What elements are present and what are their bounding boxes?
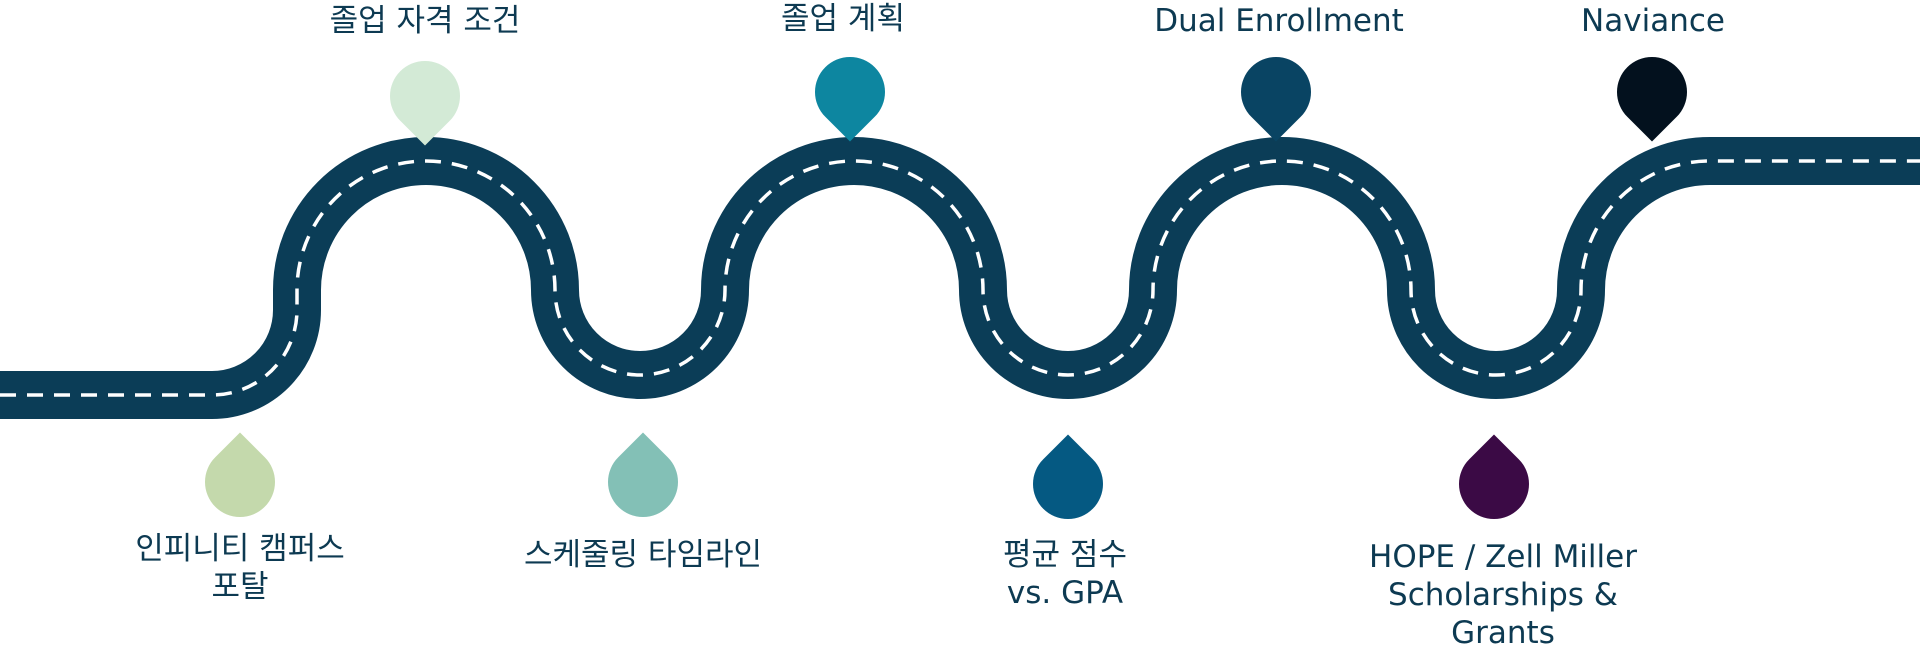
label-line: Dual Enrollment: [1154, 3, 1404, 39]
milestone-pin-hope: [1459, 434, 1529, 520]
milestone-label-portal: 인피니티 캠퍼스 포탈: [80, 530, 400, 606]
milestone-pin-eligibility: [389, 60, 460, 146]
milestone-label-eligibility: 졸업 자격 조건: [265, 2, 585, 40]
label-line: vs. GPA: [1006, 575, 1124, 611]
milestone-pin-naviance: [1616, 56, 1687, 142]
milestone-pin-gpa: [1033, 434, 1103, 520]
road: [0, 137, 1920, 419]
milestone-pin-dual: [1241, 56, 1311, 142]
label-line: HOPE / Zell Miller: [1369, 539, 1637, 575]
milestone-label-plan: 졸업 계획: [683, 0, 1003, 38]
milestone-label-gpa: 평균 점수 vs. GPA: [905, 536, 1225, 612]
label-line: Naviance: [1581, 3, 1725, 39]
label-line: 졸업 계획: [781, 1, 905, 37]
milestone-pin-scheduling: [608, 432, 679, 518]
milestone-label-dual: Dual Enrollment: [1119, 2, 1439, 40]
milestone-label-hope: HOPE / Zell Miller Scholarships & Grants: [1343, 538, 1663, 652]
label-line: 졸업 자격 조건: [329, 3, 521, 39]
milestone-label-naviance: Naviance: [1493, 2, 1813, 40]
label-line: Grants: [1451, 615, 1555, 651]
milestone-pin-plan: [814, 56, 885, 142]
label-line: Scholarships &: [1388, 577, 1618, 613]
milestone-label-scheduling: 스케줄링 타임라인: [483, 536, 803, 574]
label-line: 스케줄링 타임라인: [523, 537, 762, 573]
label-line: 포탈: [211, 569, 269, 605]
milestone-pin-portal: [204, 432, 275, 518]
label-line: 평균 점수: [1003, 537, 1127, 573]
road-center-dashes: [0, 159, 1920, 397]
label-line: 인피니티 캠퍼스: [135, 531, 345, 567]
